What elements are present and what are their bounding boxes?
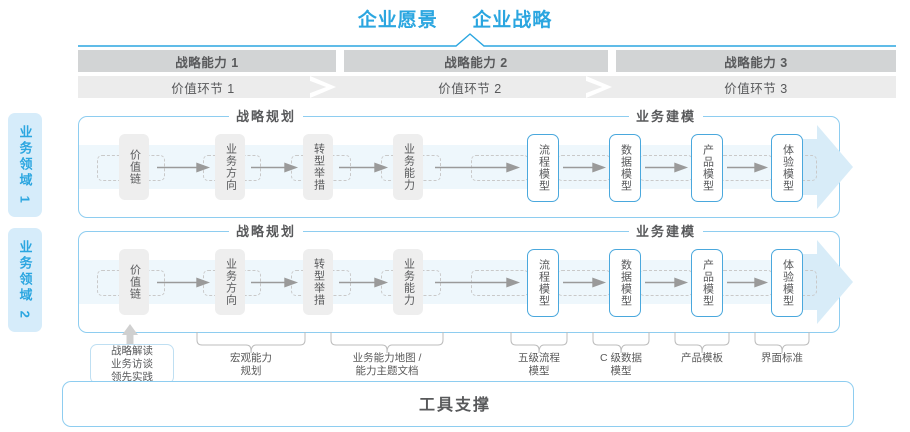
callout-strategy-interpretation[interactable]: 战略解读 业务访谈 领先实践 [90,344,174,384]
bracket-capability-map [330,332,444,354]
value-chain-cell-3[interactable]: 价值环节 3 [724,81,788,96]
node-product-model[interactable]: 产品模型 [691,249,723,317]
bracket-process-model [510,332,568,354]
node-experience-model[interactable]: 体验模型 [771,134,803,202]
domain-2-row: 价值链 业务方向 转型举措 业务能力 流程模型 数据模型 产品模型 体验模型 战… [78,225,853,333]
tool-label-data-model: C 级数据 模型 [584,352,658,378]
domain-1-arrow-head [817,125,853,209]
tool-label-line: 规划 [240,365,262,377]
title-strategy: 企业战略 [472,10,553,31]
flow-arrow [727,277,769,288]
tool-label-line: 产品模板 [681,352,723,364]
flow-arrow [435,162,521,173]
node-transformation-measures[interactable]: 转型举措 [303,249,333,315]
flow-arrow [727,162,769,173]
tool-label-ui-standard: 界面标准 [746,352,818,365]
value-chain-bar-row: 价值环节 1 价值环节 2 价值环节 3 [78,76,896,98]
flow-arrow [435,277,521,288]
page-title: 企业愿景 企业战略 [0,5,910,32]
tool-label-line: C 级数据 [600,352,642,364]
flow-arrow [157,162,211,173]
section-caption-business-modeling-2: 业务建模 [629,225,704,238]
value-chain-background [78,76,896,98]
flow-arrow [339,277,389,288]
bracket-product-template [674,332,730,354]
flow-arrow [645,277,689,288]
node-value-chain[interactable]: 价值链 [119,134,149,200]
node-data-model[interactable]: 数据模型 [609,134,641,202]
domain-2-arrow-head [817,240,853,324]
value-chain-cell-2[interactable]: 价值环节 2 [438,81,502,96]
callout-line-2: 业务访谈 [111,357,153,370]
title-vision: 企业愿景 [357,10,438,31]
node-value-chain[interactable]: 价值链 [119,249,149,315]
bracket-macro-capability [196,332,306,354]
domain-2-label: 业务领域 2 [17,239,33,321]
node-business-capability[interactable]: 业务能力 [393,134,423,200]
section-caption-business-modeling-1: 业务建模 [629,110,704,123]
node-experience-model[interactable]: 体验模型 [771,249,803,317]
section-caption-strategy-planning-2: 战略规划 [229,225,304,238]
tool-label-product-template: 产品模板 [666,352,738,365]
callout-line-1: 战略解读 [111,344,153,357]
tool-label-process-model: 五级流程 模型 [502,352,576,378]
section-caption-strategy-planning-1: 战略规划 [229,110,304,123]
node-process-model[interactable]: 流程模型 [527,249,559,317]
flow-arrow [157,277,211,288]
callout-up-arrow [122,324,138,350]
sidebar-item-domain-1[interactable]: 业务领域 1 [8,113,42,217]
capability-cell-1[interactable]: 战略能力 1 [78,50,336,72]
flow-arrow [645,162,689,173]
domain-1-row: 价值链 业务方向 转型举措 业务能力 流程模型 数据模型 产品模型 体验模型 [78,110,853,218]
node-transformation-measures[interactable]: 转型举措 [303,134,333,200]
node-process-model[interactable]: 流程模型 [527,134,559,202]
callout-line-3: 领先实践 [111,370,153,383]
flow-arrow [251,277,299,288]
capability-bar-row: 战略能力 1 战略能力 2 战略能力 3 [78,50,896,72]
tool-label-line: 宏观能力 [230,352,272,364]
tool-label-line: 能力主题文档 [355,365,419,377]
apex-connector [78,32,896,48]
flow-arrow [251,162,299,173]
callout-text: 战略解读 业务访谈 领先实践 [111,345,153,384]
domain-1-label: 业务领域 1 [17,124,33,206]
value-chain-cell-1[interactable]: 价值环节 1 [171,81,235,96]
bracket-data-model [592,332,650,354]
tool-label-macro-capability: 宏观能力 规划 [196,352,306,378]
capability-cell-3[interactable]: 战略能力 3 [616,50,896,72]
node-data-model[interactable]: 数据模型 [609,249,641,317]
tool-label-line: 模型 [610,365,632,377]
flow-arrow [339,162,389,173]
tool-label-line: 五级流程 [518,352,560,364]
sidebar-item-domain-2[interactable]: 业务领域 2 [8,228,42,332]
tool-support-container [62,381,854,427]
bracket-ui-standard [754,332,810,354]
capability-cell-2[interactable]: 战略能力 2 [344,50,608,72]
flow-arrow [563,162,607,173]
node-product-model[interactable]: 产品模型 [691,134,723,202]
node-business-direction[interactable]: 业务方向 [215,134,245,200]
flow-arrow [563,277,607,288]
tool-label-line: 模型 [528,365,550,377]
tool-label-line: 界面标准 [761,352,803,364]
tool-label-line: 业务能力地图 / [352,352,422,364]
node-business-capability[interactable]: 业务能力 [393,249,423,315]
tool-label-capability-map: 业务能力地图 / 能力主题文档 [328,352,446,378]
node-business-direction[interactable]: 业务方向 [215,249,245,315]
